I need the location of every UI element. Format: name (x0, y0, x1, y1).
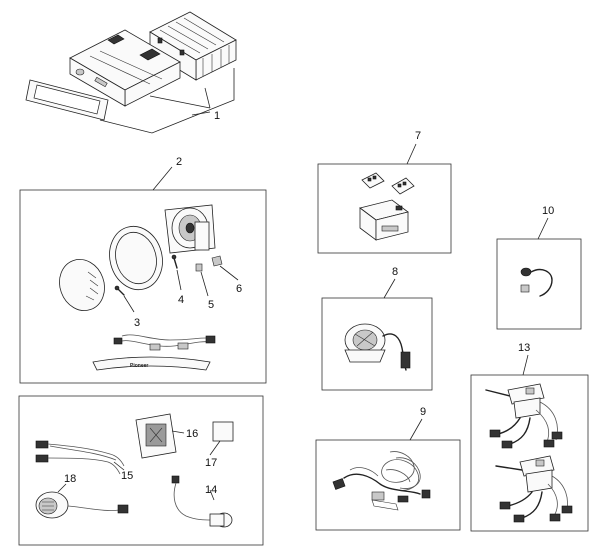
alarm-group: 7 (317, 130, 452, 254)
parking-kit-group: 15 16 17 18 14 (18, 395, 264, 546)
sensor-cables-15 (35, 440, 125, 475)
actuator-1 (485, 383, 563, 449)
wire-bundle (332, 451, 431, 511)
label-17 (212, 421, 234, 442)
clip-5 (195, 263, 203, 272)
speaker-group: 2 (19, 156, 267, 384)
callout-3: 3 (134, 317, 140, 329)
sensor-kit-box (496, 238, 582, 330)
clip-6 (211, 255, 223, 267)
buzzer-18 (35, 491, 129, 519)
radio-chassis (69, 29, 181, 107)
brand-label: Pioneer (130, 363, 148, 369)
siren-group: 8 (321, 266, 433, 391)
speaker-ring (109, 225, 163, 291)
callout-5: 5 (208, 299, 214, 311)
wiring-loom-group: 9 (315, 406, 461, 531)
speaker-driver (164, 204, 216, 254)
callout-16: 16 (186, 428, 198, 440)
sensor-14 (171, 475, 233, 528)
alarm-module (359, 199, 409, 241)
callout-13: 13 (518, 342, 530, 354)
callout-17: 17 (205, 457, 217, 469)
screw-4 (171, 254, 178, 269)
callout-2: 2 (176, 156, 182, 168)
callout-1: 1 (214, 110, 220, 122)
control-unit-16 (135, 413, 177, 459)
sensor-pad (520, 284, 530, 293)
sensor-group: 10 (496, 205, 582, 330)
callout-9: 9 (420, 406, 426, 418)
callout-10: 10 (542, 205, 554, 217)
mounting-sleeve (149, 11, 237, 81)
callout-7: 7 (415, 130, 421, 142)
speaker-harness: Pioneer (92, 334, 216, 371)
actuator-group: 13 (470, 342, 589, 532)
sensor-head (520, 267, 532, 277)
siren-unit (344, 323, 386, 363)
radio-unit-group: 1 (25, 11, 237, 134)
actuator-2 (495, 455, 573, 523)
remote-fob-2 (391, 177, 415, 195)
callout-4: 4 (178, 294, 184, 306)
speaker-grille (59, 259, 105, 311)
screw-3 (114, 285, 125, 296)
siren-connector (400, 351, 411, 369)
callout-18: 18 (64, 473, 76, 485)
callout-14: 14 (205, 484, 217, 496)
trim-frame (25, 79, 109, 121)
remote-fob-1 (361, 172, 385, 189)
callout-8: 8 (392, 266, 398, 278)
callout-15: 15 (121, 470, 133, 482)
callout-6: 6 (236, 283, 242, 295)
